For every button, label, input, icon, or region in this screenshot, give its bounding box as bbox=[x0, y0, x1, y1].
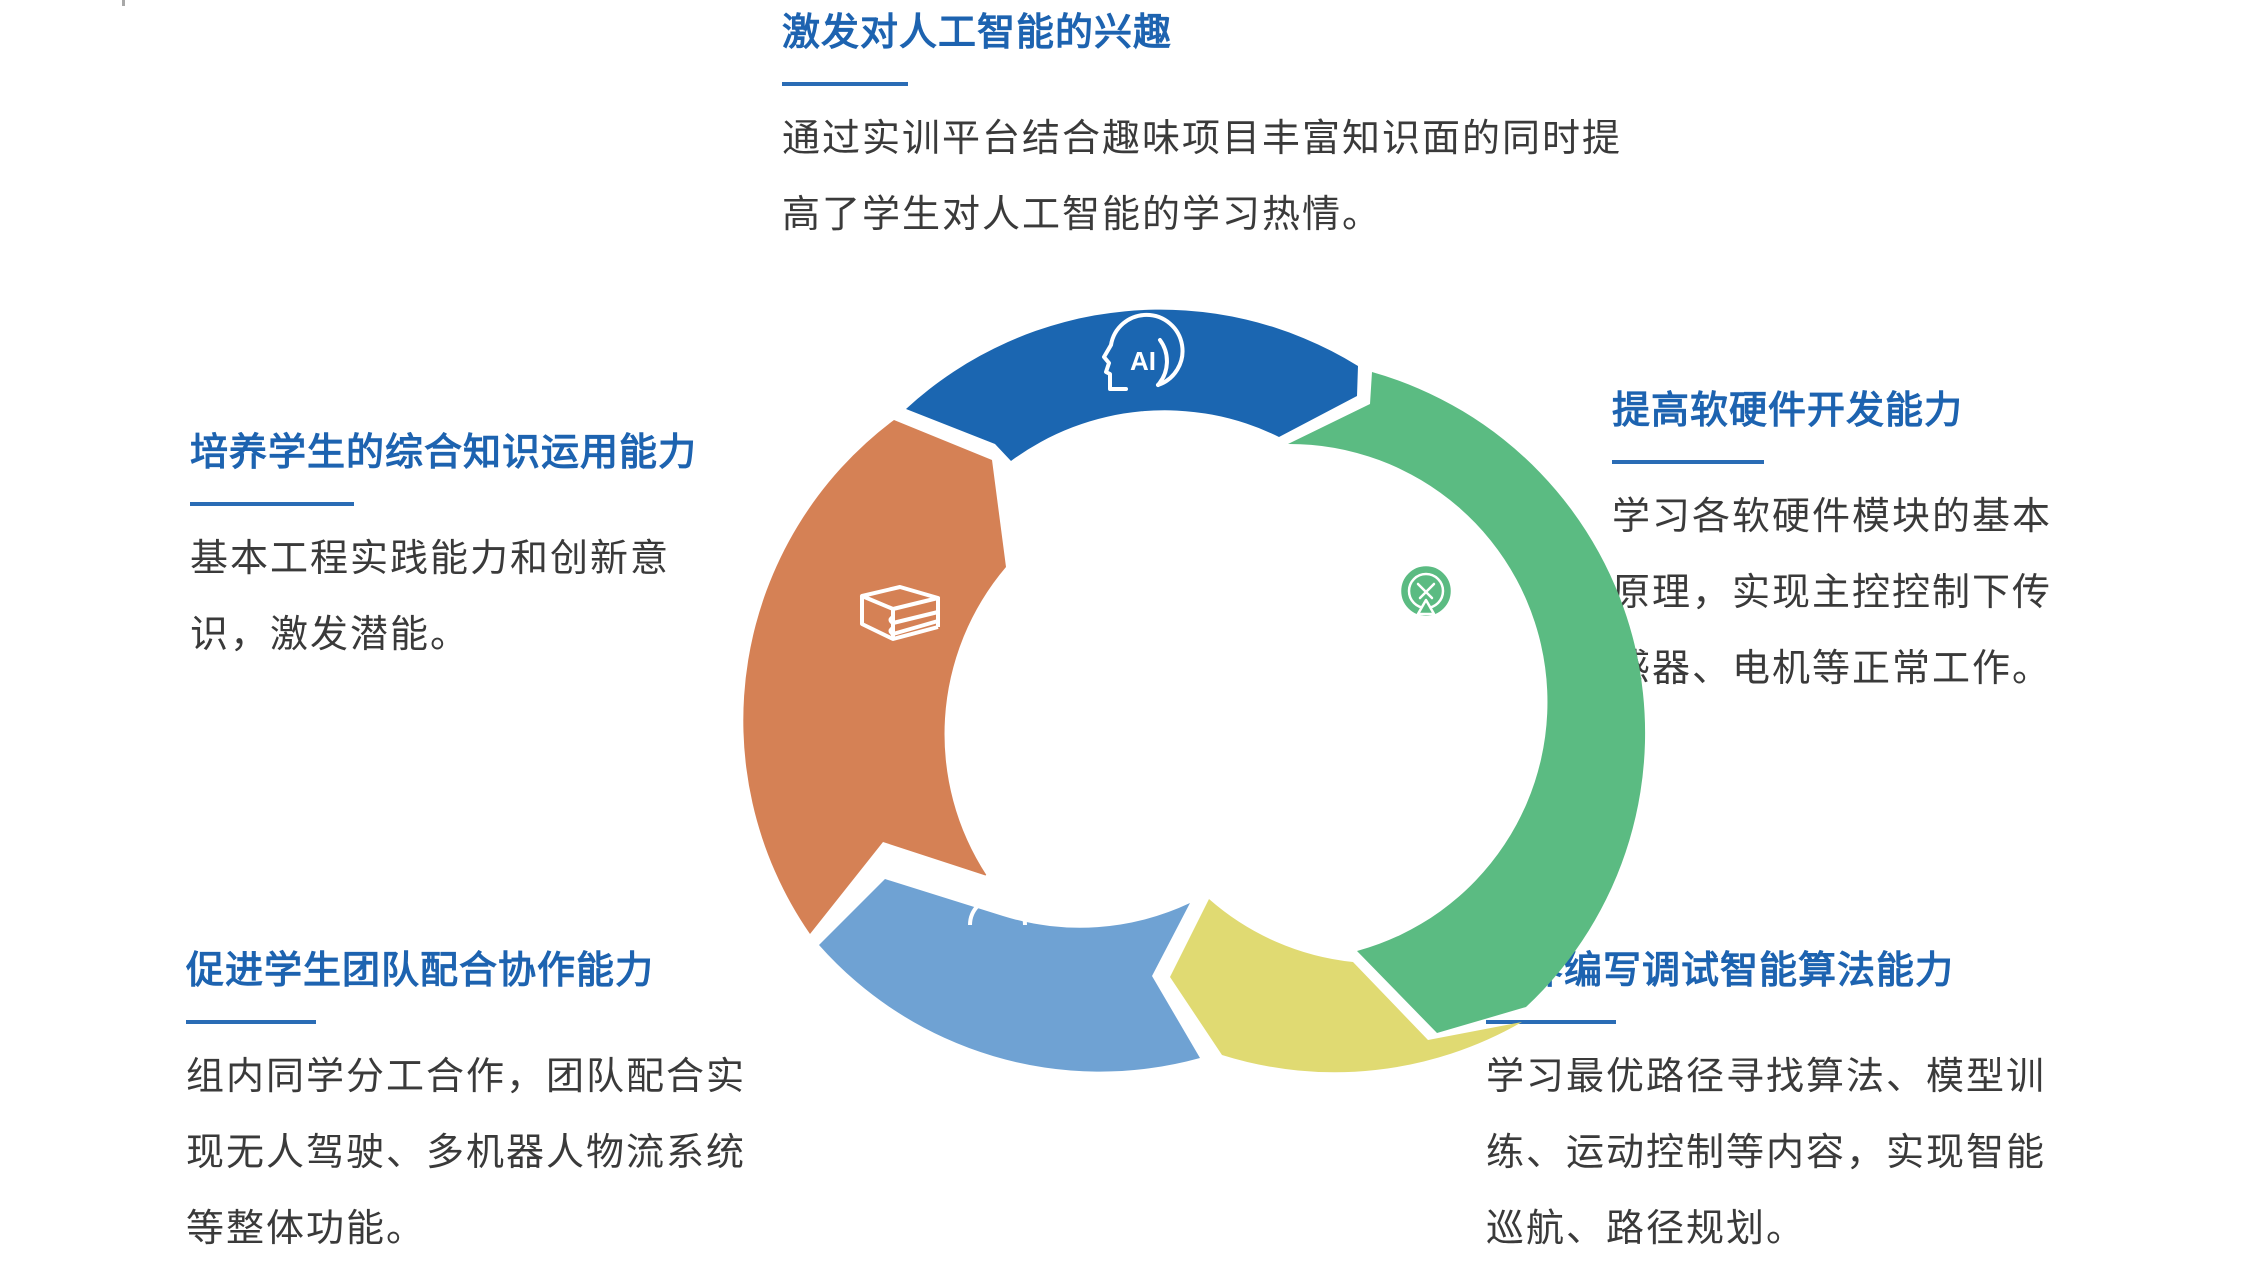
title-underline bbox=[190, 502, 354, 506]
segment-algorithm bbox=[1170, 899, 1522, 1073]
users-icon bbox=[968, 862, 1043, 926]
block-title: 培养学生的综合知识运用能力 bbox=[190, 430, 698, 474]
segment-team bbox=[819, 879, 1200, 1072]
title-underline bbox=[1612, 460, 1764, 464]
ai-head-icon bbox=[1102, 312, 1185, 391]
block-knowledge: 培养学生的综合知识运用能力 基本工程实践能力和创新意 识，激发潜能。 bbox=[190, 428, 697, 672]
block-title: 提高软硬件开发能力 bbox=[1612, 388, 1964, 432]
atom-icon bbox=[1305, 871, 1375, 947]
title-underline bbox=[186, 1020, 316, 1024]
description-line: 等整体功能。 bbox=[186, 1206, 427, 1250]
block-interest: 激发对人工智能的兴趣 通过实训平台结合趣味项目丰富知识面的同时提 高了学生对人工… bbox=[782, 8, 1622, 252]
block-description: 学习最优路径寻找算法、模型训 练、运动控制等内容，实现智能 巡航、路径规划。 bbox=[1486, 1038, 2046, 1266]
block-team: 促进学生团队配合协作能力 组内同学分工合作，团队配合实 现无人驾驶、多机器人物流… bbox=[186, 946, 746, 1266]
description-line: 练、运动控制等内容，实现智能 bbox=[1486, 1130, 2047, 1174]
title-underline bbox=[782, 82, 908, 86]
books-icon bbox=[860, 585, 940, 641]
description-line: 学习最优路径寻找算法、模型训 bbox=[1486, 1054, 2047, 1098]
segment-hardware bbox=[1288, 372, 1646, 1033]
description-line: 通过实训平台结合趣味项目丰富知识面的同时提 bbox=[782, 116, 1623, 160]
description-line: 基本工程实践能力和创新意 bbox=[190, 536, 671, 580]
description-line: 学习各软硬件模块的基本 bbox=[1612, 494, 2053, 538]
hardware-module-icon bbox=[1387, 554, 1464, 628]
block-description: 组内同学分工合作，团队配合实 现无人驾驶、多机器人物流系统 等整体功能。 bbox=[186, 1038, 746, 1266]
block-algorithm: 培养编写调试智能算法能力 学习最优路径寻找算法、模型训 练、运动控制等内容，实现… bbox=[1486, 946, 2046, 1266]
segment-knowledge bbox=[743, 420, 1006, 934]
block-title: 促进学生团队配合协作能力 bbox=[186, 948, 655, 992]
description-line: 感器、电机等正常工作。 bbox=[1612, 646, 2053, 690]
block-title: 激发对人工智能的兴趣 bbox=[782, 10, 1173, 54]
description-line: 巡航、路径规划。 bbox=[1486, 1206, 1807, 1250]
title-underline bbox=[1486, 1020, 1616, 1024]
segment-ai bbox=[906, 309, 1358, 461]
ai-label: AI bbox=[1130, 346, 1156, 376]
description-line: 原理，实现主控控制下传 bbox=[1612, 570, 2053, 614]
block-hardware: 提高软硬件开发能力 学习各软硬件模块的基本 原理，实现主控控制下传 感器、电机等… bbox=[1612, 386, 2052, 706]
description-line: 组内同学分工合作，团队配合实 bbox=[186, 1054, 747, 1098]
description-line: 识，激发潜能。 bbox=[190, 612, 471, 656]
description-line: 高了学生对人工智能的学习热情。 bbox=[782, 192, 1383, 236]
block-description: 学习各软硬件模块的基本 原理，实现主控控制下传 感器、电机等正常工作。 bbox=[1612, 478, 2052, 706]
block-description: 基本工程实践能力和创新意 识，激发潜能。 bbox=[190, 520, 697, 672]
edge-tick-mark bbox=[122, 0, 125, 6]
description-line: 现无人驾驶、多机器人物流系统 bbox=[186, 1130, 747, 1174]
block-description: 通过实训平台结合趣味项目丰富知识面的同时提 高了学生对人工智能的学习热情。 bbox=[782, 100, 1622, 252]
